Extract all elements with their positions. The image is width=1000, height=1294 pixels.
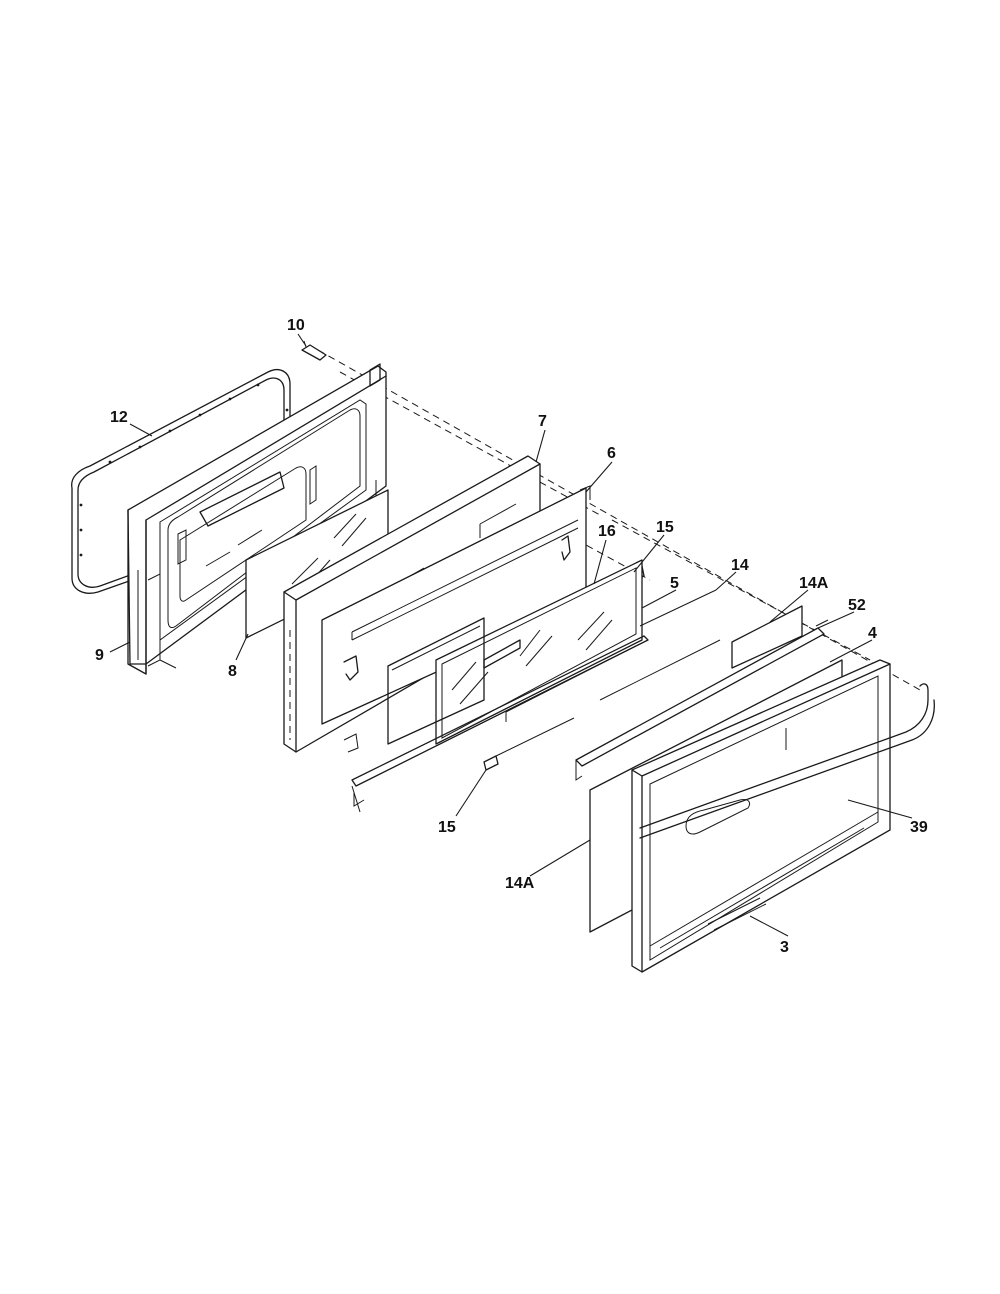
callout-16: 16 (598, 523, 616, 540)
callout-6: 6 (607, 445, 616, 462)
part-15-bottom-clip (483, 717, 575, 771)
part-14-trim (599, 589, 721, 701)
callout-14a-bottom: 14A (505, 875, 535, 892)
callout-15-bottom: 15 (438, 819, 456, 836)
hinge-channel (351, 635, 649, 813)
callout-3: 3 (780, 939, 789, 956)
part-6-inner-panel (321, 485, 591, 753)
callout-39: 39 (910, 819, 928, 836)
part-52-channel (575, 619, 829, 781)
part-9-door-liner (127, 363, 387, 675)
callout-14: 14 (731, 557, 749, 574)
callout-9: 9 (95, 647, 104, 664)
part-39-handle (639, 683, 935, 839)
callout-4: 4 (868, 625, 877, 642)
callout-7: 7 (538, 413, 547, 430)
callout-52: 52 (848, 597, 866, 614)
callout-8: 8 (228, 663, 237, 680)
part-10-clip (301, 340, 327, 361)
callout-10: 10 (287, 317, 305, 334)
leader-lines (109, 333, 913, 937)
callout-15-top: 15 (656, 519, 674, 536)
callout-labels: 10 12 7 6 16 15 14 14A 52 4 5 9 8 15 39 … (95, 317, 928, 956)
callout-12: 12 (110, 409, 128, 426)
callout-5: 5 (670, 575, 679, 592)
part-4-outer-frame (631, 659, 891, 973)
callout-14a-top: 14A (799, 575, 829, 592)
